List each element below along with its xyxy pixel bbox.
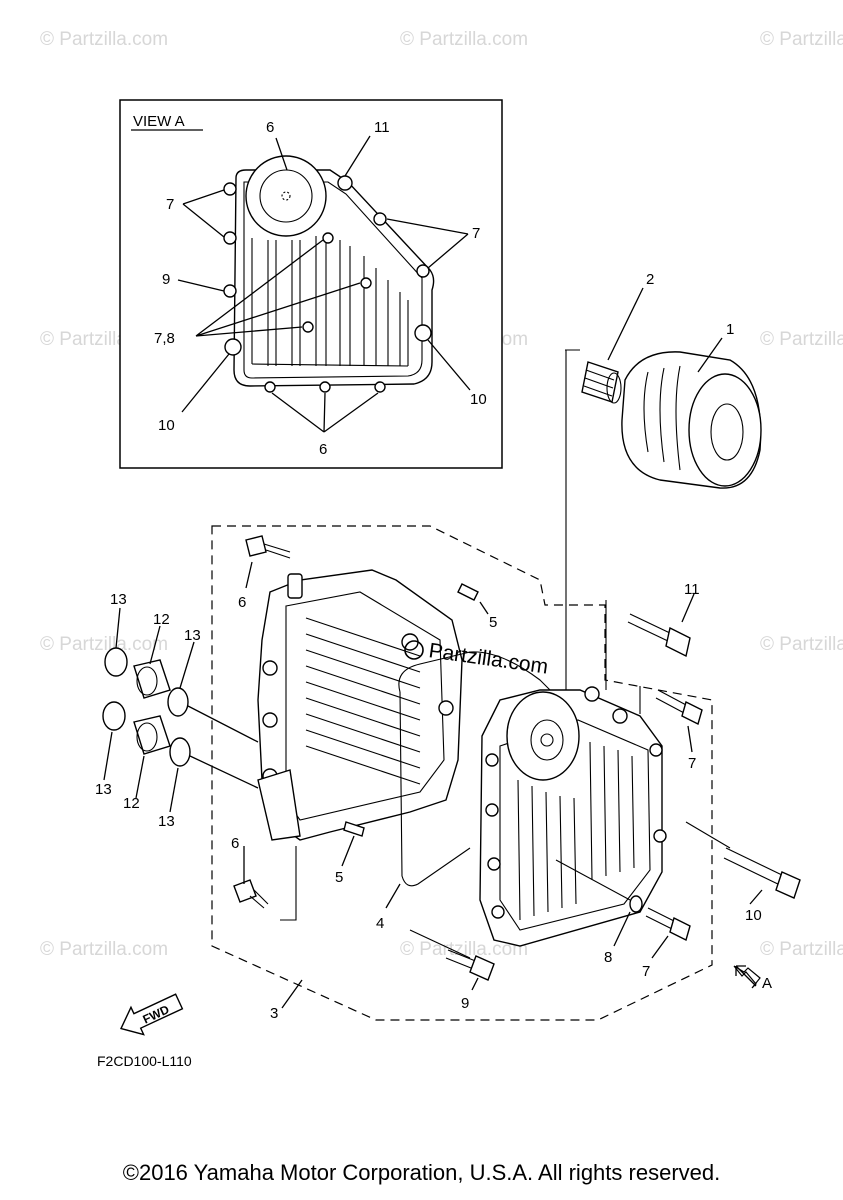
watermark: © Partzilla.com	[760, 29, 843, 50]
callout-13-bottom-left: 13	[95, 781, 112, 798]
dowel-pin-top	[457, 583, 479, 601]
callout-2: 2	[646, 271, 654, 288]
oil-cooler-cover	[479, 686, 667, 947]
watermark: © Partzilla.com	[40, 634, 168, 655]
view-a-filter-boss	[245, 155, 327, 237]
o-rings-and-nipples	[102, 647, 191, 767]
watermark: © Partzilla.com	[40, 939, 168, 960]
bolt-7-lower	[645, 907, 691, 942]
watermark: © Partzilla.com	[400, 29, 528, 50]
view-a-arrow: A	[733, 965, 772, 992]
washer-8	[629, 895, 643, 913]
callout-13-top-left: 13	[110, 591, 127, 608]
callout-7-upper: 7	[688, 755, 696, 772]
watermark: © Partzilla.com	[40, 29, 168, 50]
arrow-icon	[735, 965, 757, 987]
fwd-label: FWD	[141, 1002, 172, 1026]
crankcase-cover-left	[257, 569, 463, 841]
callout-6-view-a: 6	[266, 119, 274, 136]
partzilla-logo-icon	[404, 640, 424, 660]
callout-7-view-a-left: 7	[166, 196, 174, 213]
watermark: © Partzilla.com	[760, 329, 843, 350]
view-a-arrow-label: A	[762, 975, 772, 992]
fwd-arrow: FWD	[120, 993, 184, 1036]
bolt-6-top	[245, 535, 291, 559]
callout-12-top: 12	[153, 611, 170, 628]
callout-9-view-a: 9	[162, 271, 170, 288]
bolt-9	[445, 949, 495, 981]
watermark: © Partzilla.com	[760, 939, 843, 960]
fwd-arrow-icon	[120, 993, 184, 1036]
dowel-pin-bottom	[343, 821, 365, 837]
callout-11-view-a: 11	[374, 119, 390, 136]
callout-8: 8	[604, 949, 612, 966]
copyright-notice: ©2016 Yamaha Motor Corporation, U.S.A. A…	[122, 1160, 721, 1185]
callout-12-bottom: 12	[123, 795, 140, 812]
bolt-6-bottom	[233, 879, 269, 909]
callout-5-top: 5	[489, 614, 497, 631]
callout-6-view-a-bottom: 6	[319, 441, 327, 458]
watermarks: © Partzilla.com © Partzilla.com © Partzi…	[40, 29, 843, 960]
watermark: © Partzilla.com	[760, 634, 843, 655]
callout-9: 9	[461, 995, 469, 1012]
callout-11: 11	[684, 581, 700, 598]
callout-7-8-view-a: 7,8	[154, 330, 175, 347]
callout-1: 1	[726, 321, 734, 338]
view-a-inset: VIEW A 6 11 7	[119, 99, 503, 469]
callout-13-bottom-right: 13	[158, 813, 175, 830]
watermark: © Partzilla.com	[400, 939, 528, 960]
callout-7-lower: 7	[642, 963, 650, 980]
view-a-title: VIEW A	[133, 113, 185, 130]
callout-5-bottom: 5	[335, 869, 343, 886]
callout-10-view-a-right: 10	[470, 391, 487, 408]
gasket	[398, 651, 561, 887]
callout-13-top-right: 13	[184, 627, 201, 644]
callout-6-bottom: 6	[231, 835, 239, 852]
bolt-7-upper	[655, 689, 703, 726]
callout-10-view-a-left: 10	[158, 417, 175, 434]
callout-10: 10	[745, 907, 762, 924]
callout-4: 4	[376, 915, 384, 932]
callout-7-view-a-right: 7	[472, 225, 480, 242]
union-bolt	[581, 361, 622, 404]
bolt-10	[723, 847, 801, 899]
callout-6-top: 6	[238, 594, 246, 611]
bolt-11	[627, 613, 691, 658]
diagram-code: F2CD100-L110	[97, 1053, 192, 1069]
callout-3: 3	[270, 1005, 278, 1022]
oil-filter	[621, 351, 762, 489]
